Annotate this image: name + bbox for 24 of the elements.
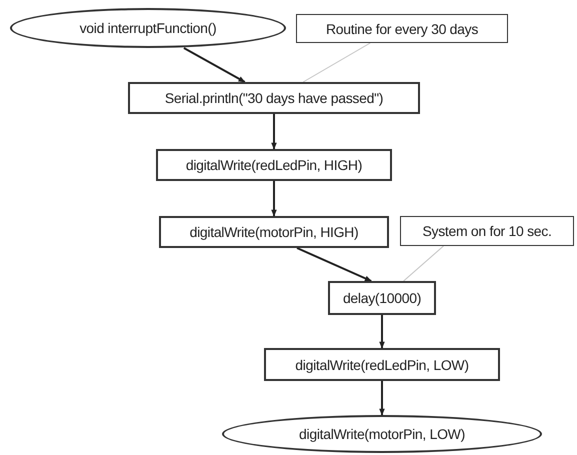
connector-line: [302, 42, 371, 82]
arrow: [379, 315, 385, 349]
process-box: [328, 281, 436, 315]
node-label: System on for 10 sec.: [422, 223, 552, 239]
arrow: [379, 381, 385, 416]
node-label: delay(10000): [342, 290, 422, 306]
process-box: [156, 149, 392, 181]
node-label: void interruptFunction(): [80, 20, 216, 36]
node-label: digitalWrite(redLedPin, LOW): [295, 356, 469, 372]
arrow: [271, 114, 277, 150]
node-label: Routine for every 30 days: [326, 20, 478, 36]
node-label: digitalWrite(motorPin, HIGH): [190, 224, 358, 240]
note-box: [296, 14, 508, 43]
process-box: [264, 348, 500, 381]
node-label: Serial.println("30 days have passed"): [164, 90, 384, 106]
arrow: [271, 181, 277, 217]
node-label: digitalWrite(motorPin, LOW): [299, 426, 465, 442]
arrow: [296, 247, 372, 282]
process-box: [128, 82, 420, 114]
process-box: [159, 216, 389, 248]
note-box: [400, 216, 574, 246]
arrow: [183, 47, 246, 83]
connector-line: [403, 246, 444, 282]
node-label: digitalWrite(redLedPin, HIGH): [186, 157, 362, 173]
